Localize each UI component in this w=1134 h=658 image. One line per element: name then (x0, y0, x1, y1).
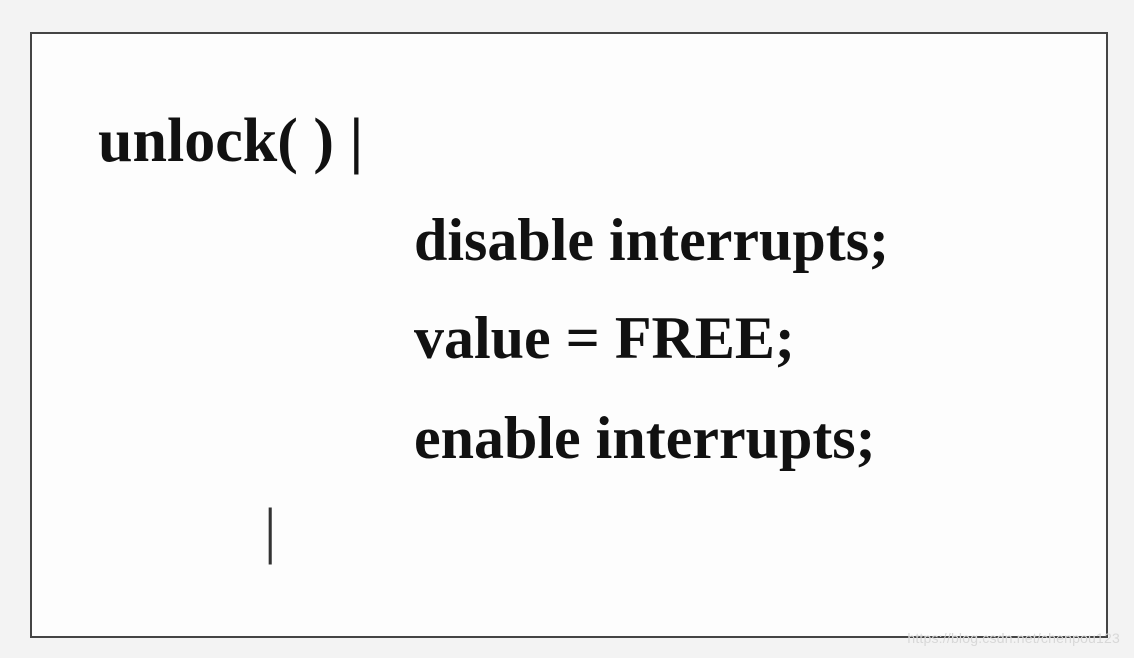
code-line-disable-interrupts: disable interrupts; (414, 207, 890, 273)
code-line-enable-interrupts: enable interrupts; (414, 405, 876, 471)
code-line-assign-free: value = FREE; (414, 305, 795, 371)
code-frame: unlock( ) | disable interrupts; value = … (30, 32, 1108, 638)
watermark-text: https://blog.csdn.net/chenpou123 (907, 630, 1120, 646)
code-line-signature: unlock( ) | (98, 107, 364, 175)
code-line-closing-brace: | (264, 497, 277, 565)
